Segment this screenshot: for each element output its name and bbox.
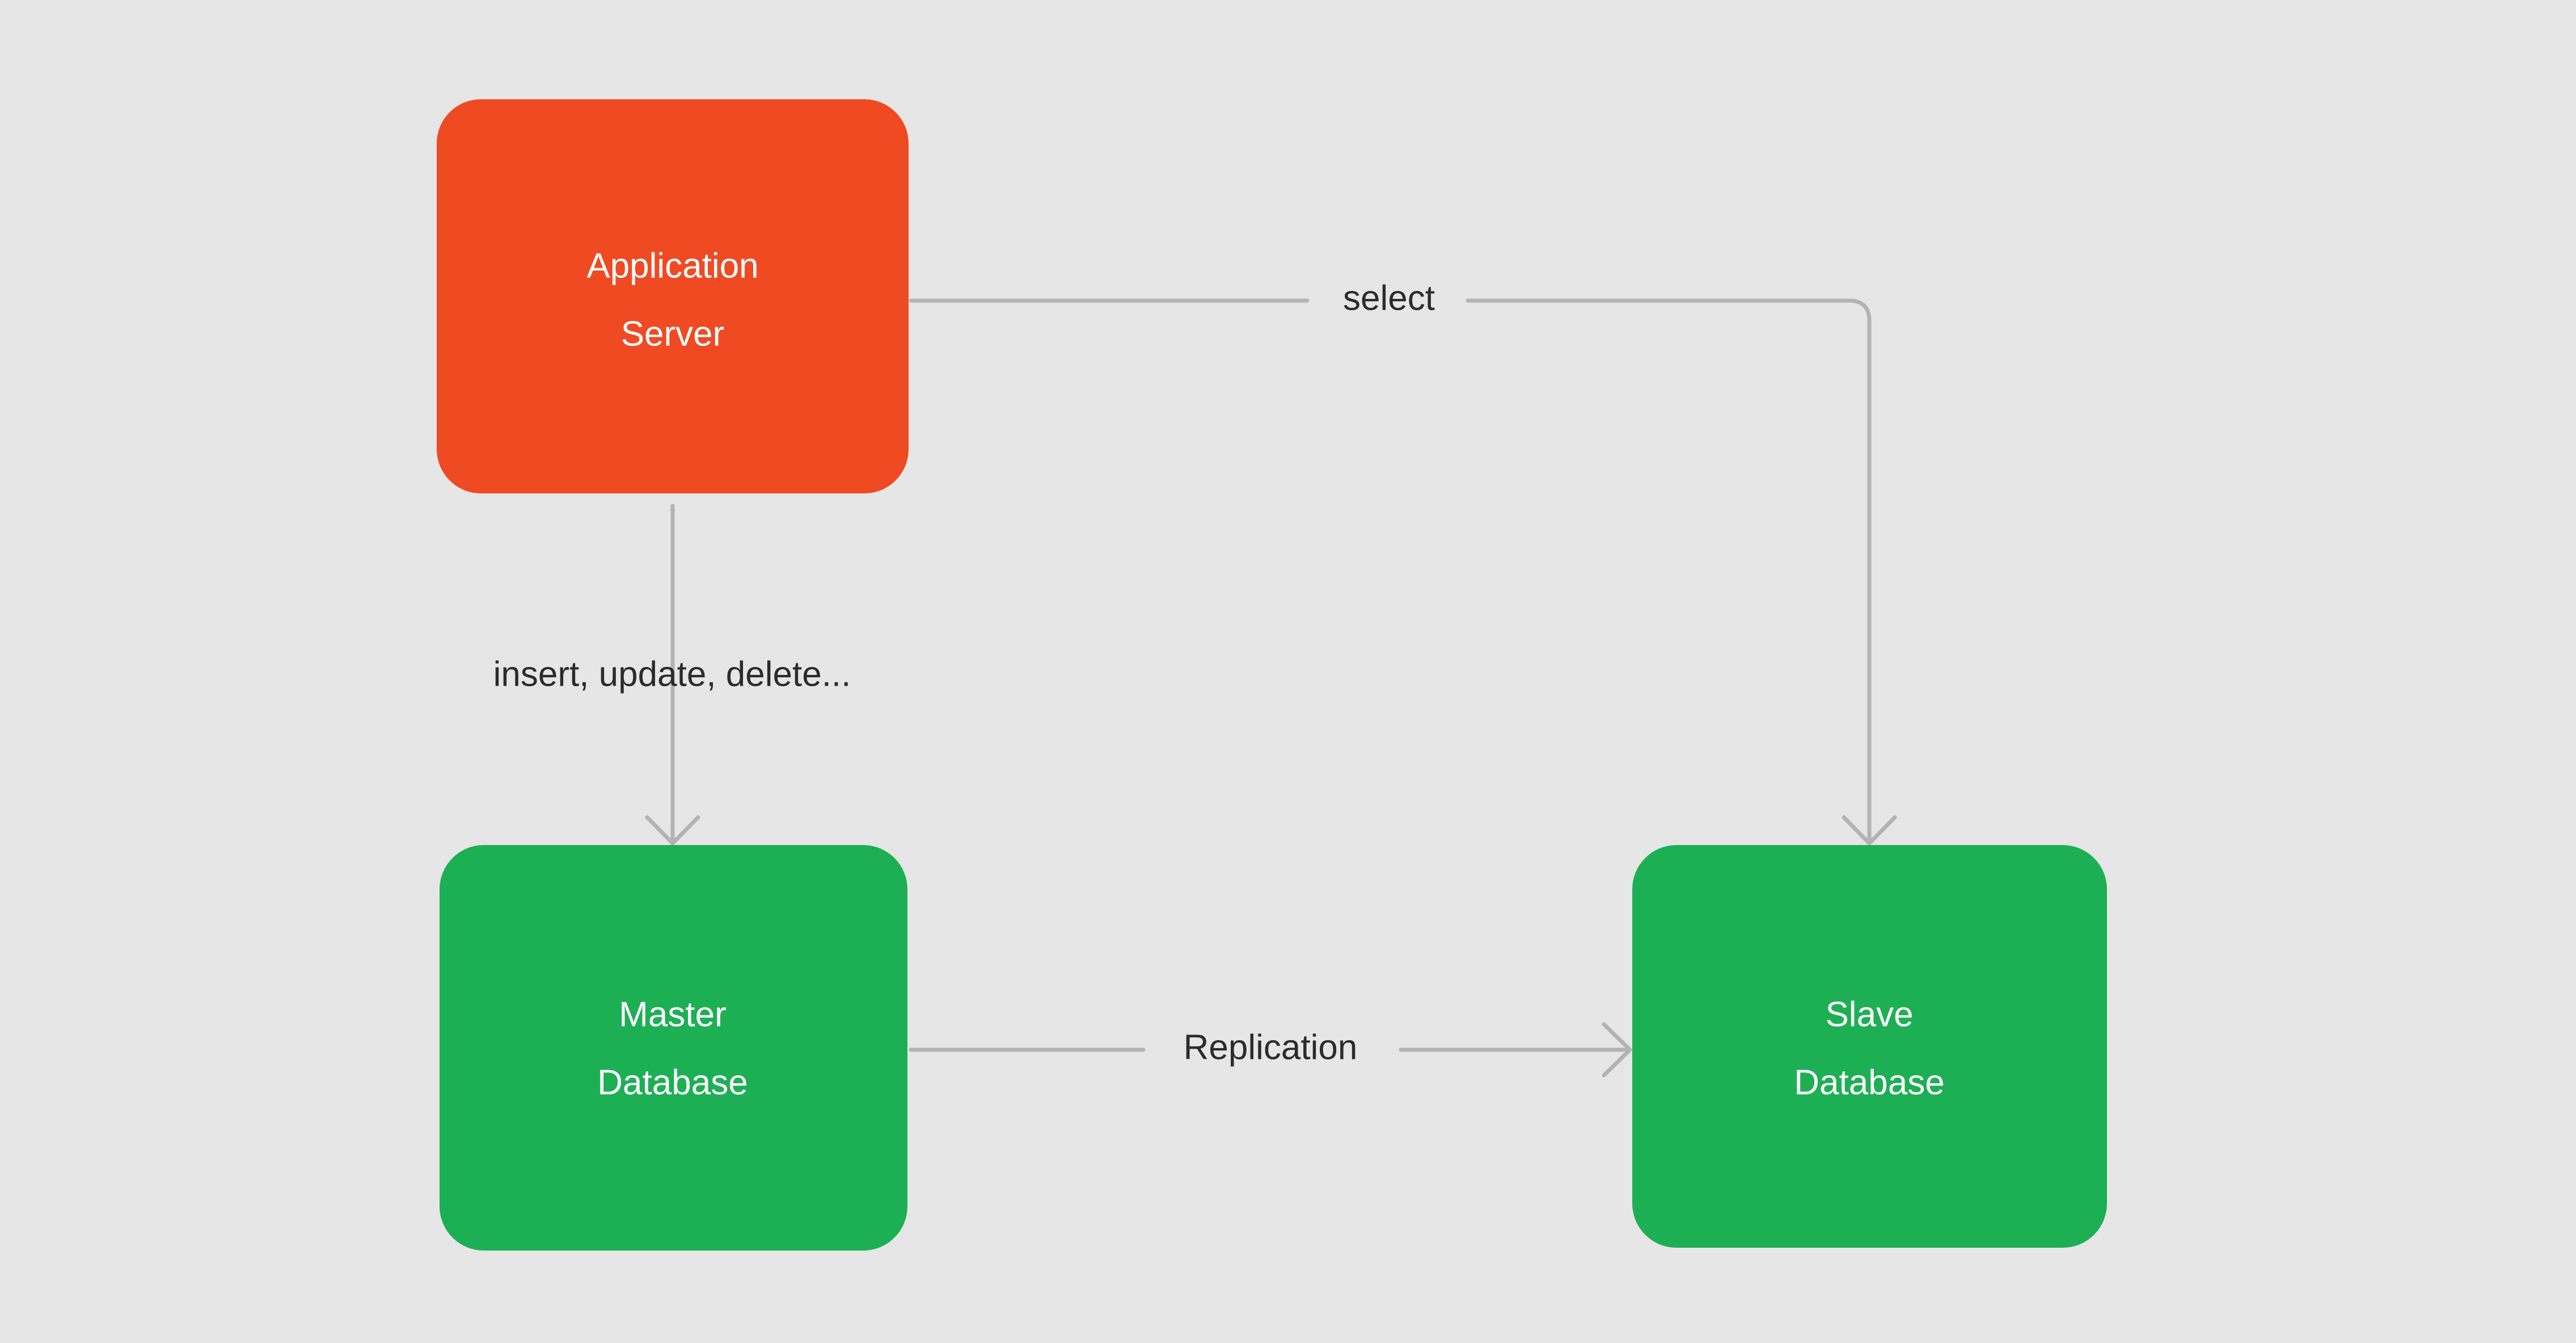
edge-writes	[645, 504, 700, 846]
node-master-database-label-line2: Database	[597, 1063, 748, 1102]
edge-reads-arrowhead	[1842, 815, 1897, 846]
edge-replication-label: Replication	[1184, 1028, 1358, 1067]
edge-reads	[909, 298, 1897, 846]
edge-reads-label: select	[1343, 278, 1435, 318]
node-master-database[interactable]: Master Database	[440, 845, 907, 1251]
node-application-server-label-line2: Server	[621, 314, 725, 353]
node-master-database-label-line1: Master	[619, 995, 726, 1034]
node-application-server-shape[interactable]	[437, 99, 909, 493]
edge-writes-arrowhead	[645, 815, 700, 846]
edge-writes-label: insert, update, delete...	[493, 654, 851, 694]
node-slave-database-label-line2: Database	[1794, 1063, 1944, 1102]
node-slave-database[interactable]: Slave Database	[1632, 845, 2107, 1248]
edge-replication	[909, 1022, 1632, 1078]
node-application-server[interactable]: Application Server	[437, 99, 909, 493]
edge-reads-line-right	[1466, 298, 1872, 846]
node-slave-database-shape[interactable]	[1632, 845, 2107, 1248]
node-application-server-label-line1: Application	[586, 246, 758, 285]
edge-replication-arrowhead	[1602, 1022, 1632, 1078]
node-slave-database-label-line1: Slave	[1825, 995, 1913, 1034]
node-master-database-shape[interactable]	[440, 845, 907, 1251]
